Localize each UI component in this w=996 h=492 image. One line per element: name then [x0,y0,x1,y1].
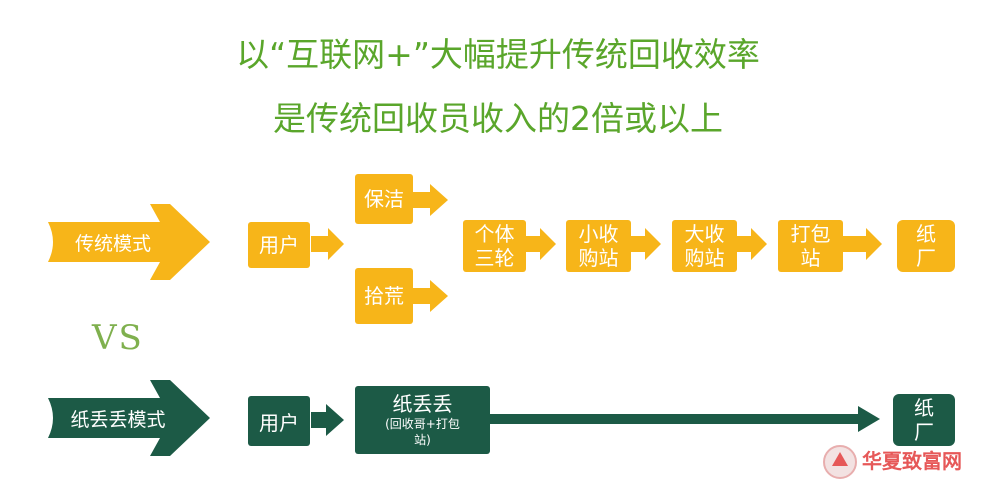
arrow-scavenge [413,280,448,312]
arrow-zdd-user [311,404,344,436]
small-station-box: 小收 购站 [566,220,631,272]
clean-box: 保洁 [355,174,413,224]
tricycle-box: 个体 三轮 [463,220,526,272]
zdd-user-box: 用户 [248,396,310,446]
zdd-paper-mill-label-1: 纸 [914,396,934,420]
zhidiudiu-name: 纸丢丢 [392,392,453,416]
scavenge-box: 拾荒 [355,268,413,324]
arrow-zdd-long-head [858,406,880,432]
scavenge-label: 拾荒 [364,284,404,308]
tricycle-label-1: 个体 [474,222,515,246]
title-line-1: 以“互联网+”大幅提升传统回收效率 [236,35,760,74]
zhidiudiu-mode-label: 纸丢丢模式 [70,408,166,431]
traditional-paper-mill-label-1: 纸 [916,222,936,246]
small-station-label-2: 购站 [578,246,619,270]
pack-station-box: 打包 站 [778,220,843,272]
pack-station-label-2: 站 [800,246,821,270]
pack-station-label-1: 打包 [790,222,831,246]
zhidiudiu-sub-2: 站) [414,433,431,447]
watermark-logo: 华夏致富网 [823,445,962,479]
zdd-user-label: 用户 [259,410,299,435]
svg-text:华夏致富网: 华夏致富网 [862,449,962,473]
traditional-user-label: 用户 [259,233,299,257]
title-line-2: 是传统回收员收入的2倍或以上 [273,99,723,138]
big-station-label-1: 大收 [684,222,725,246]
arrow-small-station [631,228,661,260]
arrow-pack-station [843,228,882,260]
small-station-label-1: 小收 [578,222,619,246]
traditional-paper-mill-label-2: 厂 [916,246,936,270]
arrow-big-station [737,228,767,260]
arrow-tricycle [526,228,556,260]
arrow-zdd-long-shaft [490,414,860,424]
vs-label: VS [92,318,144,358]
arrow-user-to-branch [311,228,344,260]
zhidiudiu-sub-1: (回收哥+打包 [385,417,460,431]
traditional-paper-mill-box: 纸 厂 [897,220,955,272]
traditional-mode-arrow [48,204,210,280]
big-station-box: 大收 购站 [672,220,737,272]
zdd-paper-mill-box: 纸 厂 [893,394,955,446]
tricycle-label-2: 三轮 [474,246,515,270]
zhidiudiu-mode-arrow [48,380,210,456]
arrow-clean [413,184,448,216]
traditional-user-box: 用户 [248,222,310,268]
zdd-paper-mill-label-2: 厂 [914,420,934,444]
big-station-label-2: 购站 [684,246,725,270]
clean-label: 保洁 [364,187,404,211]
zhidiudiu-box: 纸丢丢 (回收哥+打包 站) [355,386,490,454]
traditional-mode-label: 传统模式 [74,232,151,255]
